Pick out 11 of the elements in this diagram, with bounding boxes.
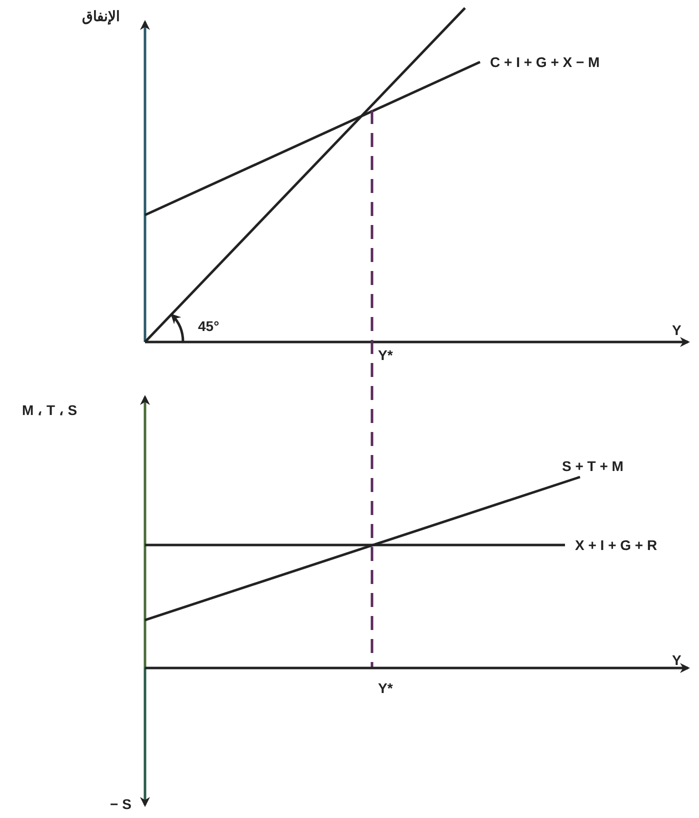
line-label: S + T + M (562, 458, 624, 474)
axis-label: Y (672, 652, 682, 668)
axis-label: − S (110, 796, 132, 812)
angle-label: 45° (198, 318, 220, 334)
axis-label: Y (672, 322, 682, 338)
line-label: C + I + G + X − M (490, 54, 600, 70)
axis-label: M ، T ، S (22, 402, 78, 418)
axis-label: الإنفاق (82, 8, 120, 24)
axis-tick-label: Y* (378, 347, 393, 363)
axis-tick-label: Y* (378, 680, 393, 696)
line-label: X + I + G + R (575, 537, 658, 553)
